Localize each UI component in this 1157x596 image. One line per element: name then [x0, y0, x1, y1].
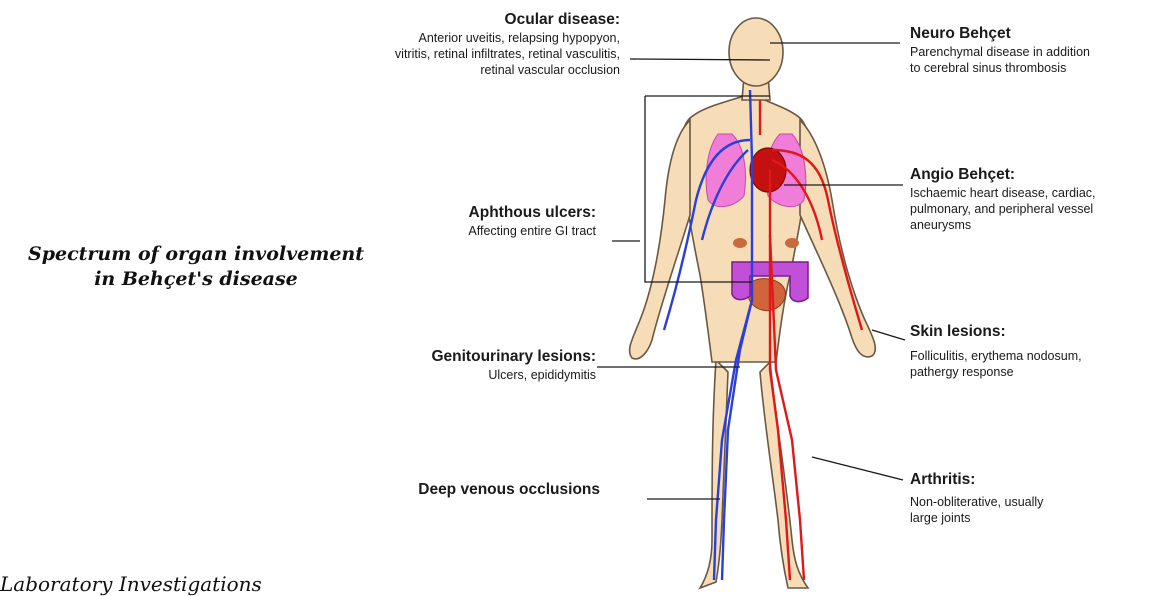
label-arthritis: Arthritis: Non-obliterative, usually lar…	[910, 470, 1155, 526]
figure-caption: Spectrum of organ involvement in Behçet'…	[0, 242, 392, 292]
label-genitourinary-lesions: Genitourinary lesions: Ulcers, epididymi…	[340, 347, 596, 383]
leader-arthritis	[812, 457, 903, 480]
small-intestine	[748, 279, 786, 311]
section-heading: Laboratory Investigations	[0, 572, 262, 596]
angio-behcet-title: Angio Behçet:	[910, 165, 1157, 185]
label-skin-lesions: Skin lesions: Folliculitis, erythema nod…	[910, 322, 1155, 380]
aphthous-ulcers-desc: Affecting entire GI tract	[380, 223, 596, 239]
ocular-disease-desc: Anterior uveitis, relapsing hypopyon, vi…	[300, 30, 620, 78]
label-deep-venous-occlusions: Deep venous occlusions	[340, 480, 600, 500]
neuro-behcet-desc: Parenchymal disease in addition to cereb…	[910, 44, 1155, 76]
label-angio-behcet: Angio Behçet: Ischaemic heart disease, c…	[910, 165, 1157, 233]
label-neuro-behcet: Neuro Behçet Parenchymal disease in addi…	[910, 24, 1155, 76]
label-ocular-disease: Ocular disease: Anterior uveitis, relaps…	[300, 10, 620, 78]
genitourinary-lesions-title: Genitourinary lesions:	[340, 347, 596, 367]
kidney-right	[785, 238, 799, 248]
skin-lesions-desc: Folliculitis, erythema nodosum, pathergy…	[910, 348, 1155, 380]
deep-venous-occlusions-title: Deep venous occlusions	[340, 480, 600, 500]
heart	[750, 148, 786, 192]
arthritis-title: Arthritis:	[910, 470, 1155, 490]
arthritis-desc: Non-obliterative, usually large joints	[910, 494, 1155, 526]
genitourinary-lesions-desc: Ulcers, epididymitis	[340, 367, 596, 383]
label-aphthous-ulcers: Aphthous ulcers: Affecting entire GI tra…	[380, 203, 596, 239]
neuro-behcet-title: Neuro Behçet	[910, 24, 1155, 44]
aphthous-ulcers-title: Aphthous ulcers:	[380, 203, 596, 223]
left-lung	[706, 134, 745, 207]
leader-skin	[872, 330, 905, 340]
ocular-disease-title: Ocular disease:	[300, 10, 620, 30]
angio-behcet-desc: Ischaemic heart disease, cardiac, pulmon…	[910, 185, 1157, 233]
kidney-left	[733, 238, 747, 248]
skin-lesions-title: Skin lesions:	[910, 322, 1155, 342]
